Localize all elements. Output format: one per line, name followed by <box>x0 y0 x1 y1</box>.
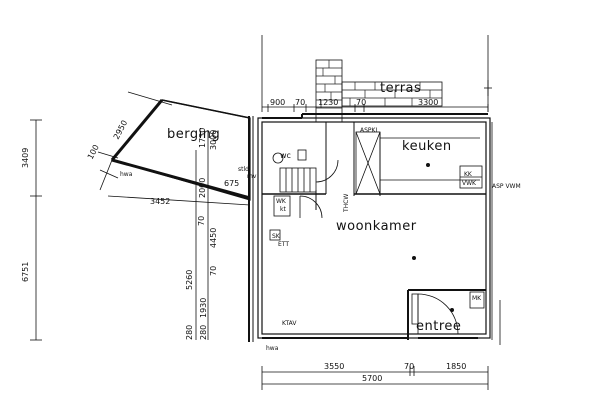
top-dimension-line <box>262 104 489 112</box>
label-mk: MK <box>472 295 482 302</box>
dim-inner-3000: 3000 <box>209 130 218 150</box>
dim-top-2: 70 <box>295 98 305 107</box>
diag-dimension <box>107 195 251 206</box>
dim-bottom-3: 1850 <box>446 362 466 371</box>
dim-bottom-1: 3550 <box>324 362 344 371</box>
label-mv: mv <box>247 173 257 180</box>
room-label-berging: berging <box>167 127 220 142</box>
room-label-woonkamer: woonkamer <box>336 219 417 234</box>
dim-inner-4450: 4450 <box>209 228 218 248</box>
dim-inner-1930: 1930 <box>199 298 208 318</box>
label-thcw: THCW <box>343 194 350 213</box>
toilet-icon <box>272 152 284 164</box>
dim-left-2: 6751 <box>21 262 30 282</box>
label-stld: stld <box>238 166 249 173</box>
dim-inner-2950: 2950 <box>112 119 130 141</box>
bottom-dimension-lines <box>261 366 489 390</box>
door-swings <box>299 159 459 335</box>
terrace-hatching <box>315 59 443 123</box>
label-ktav: KTAV <box>282 320 297 327</box>
label-kt: kt <box>280 206 286 213</box>
room-label-entree: entree <box>416 319 461 334</box>
dim-top-5: 3300 <box>418 98 438 107</box>
dim-inner-280b: 280 <box>199 325 208 340</box>
label-ett: ETT <box>278 241 289 248</box>
dim-top-1: 900 <box>270 98 285 107</box>
stairs <box>279 167 317 193</box>
dim-inner-1730: 1730 <box>198 128 207 148</box>
label-sk: SK <box>272 233 281 240</box>
room-label-keuken: keuken <box>402 139 452 154</box>
dim-inner-5260: 5260 <box>185 270 194 290</box>
washbasin-icon <box>297 149 307 161</box>
dim-inner-2000: 2000 <box>198 178 207 198</box>
dim-inner-70b: 70 <box>209 266 218 276</box>
label-spki: ASPKI <box>360 127 377 134</box>
kitchen-counter <box>355 131 480 195</box>
label-hwa-top: hwa <box>120 171 133 178</box>
label-asp-vwm: ASP VWM <box>492 183 521 190</box>
dim-inner-280a: 280 <box>185 325 194 340</box>
dim-bottom-4: 5700 <box>362 374 382 383</box>
dim-top-3: 1230 <box>318 98 338 107</box>
left-dimension-line <box>30 119 209 341</box>
label-vwk: VWK <box>462 180 477 187</box>
dim-left-1: 3409 <box>21 148 30 168</box>
berging-shape <box>97 91 251 201</box>
dim-bottom-2: 70 <box>404 362 414 371</box>
dim-top-4: 70 <box>356 98 366 107</box>
dim-diag-675: 675 <box>224 179 239 188</box>
label-hwa-bottom: hwa <box>266 345 279 352</box>
room-label-terras: terras <box>380 81 421 96</box>
label-wk: WK <box>276 198 287 205</box>
room-label-wc: wc <box>280 151 291 160</box>
label-kk: KK <box>464 171 473 178</box>
dim-diag-3452: 3452 <box>150 197 170 206</box>
fixture-symbols <box>269 163 485 312</box>
dim-inner-70a: 70 <box>197 216 206 226</box>
